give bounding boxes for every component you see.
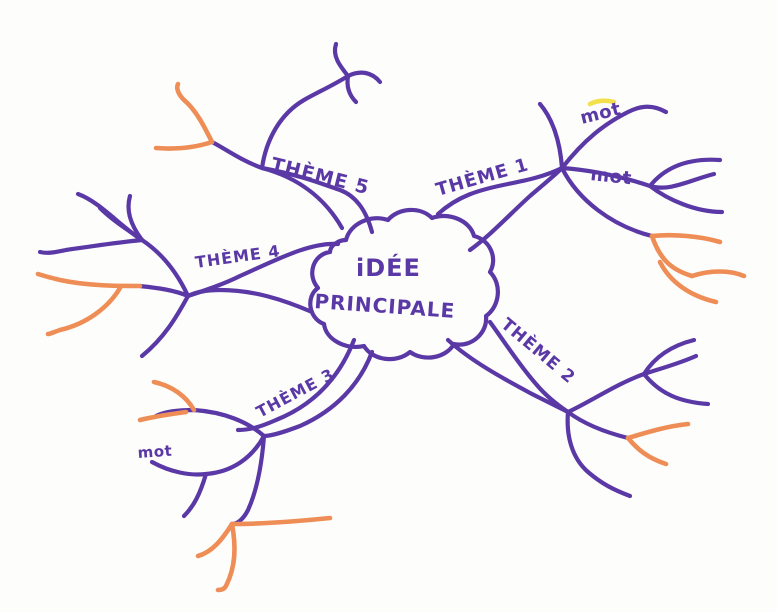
central-idea-line-2: PRINCIPALE [314,289,456,323]
word-label-top: mot [578,98,623,128]
branch-theme-2: THÈME 2 [445,313,711,499]
branch-theme-5: THÈME 5 [153,41,383,235]
branch-theme-4: THÈME 4 [35,191,341,359]
branch-theme-3: THÈME 3 mot [137,337,375,593]
word-label-right: mot [589,164,632,189]
theme-5-label: THÈME 5 [269,153,372,200]
branch-theme-1: THÈME 1 mot mot [433,98,747,305]
theme-1-label: THÈME 1 [433,153,531,201]
central-idea: iDÉE PRINCIPALE [308,207,500,362]
theme-4-label: THÈME 4 [194,241,282,272]
central-idea-line-1: iDÉE [356,253,421,282]
word-label-left: mot [137,442,173,462]
word-highlight [587,98,617,107]
